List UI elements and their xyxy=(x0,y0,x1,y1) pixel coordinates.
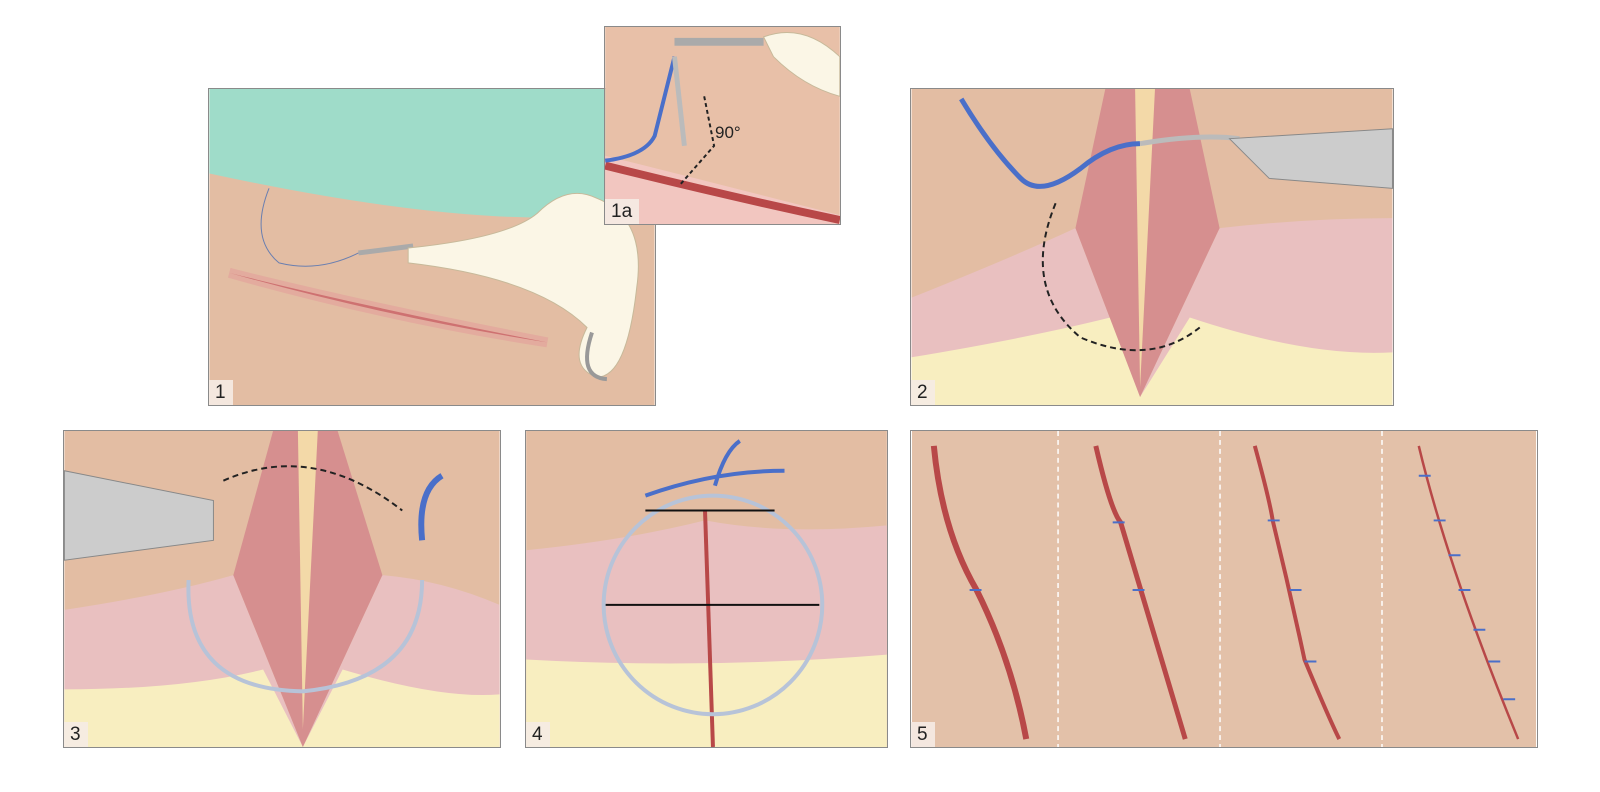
panel-label: 4 xyxy=(526,722,550,747)
cross-section-illustration xyxy=(911,89,1393,405)
angle-label: 90° xyxy=(715,123,741,142)
panel-label: 5 xyxy=(911,722,935,747)
skin-illustration xyxy=(209,89,655,405)
panel-1a-needle-angle: 90° 1a xyxy=(604,26,841,225)
cross-section-illustration xyxy=(64,431,500,747)
inset-illustration xyxy=(605,27,840,224)
cross-section-illustration xyxy=(526,431,887,747)
panel-4-knot-tied: 4 xyxy=(525,430,888,748)
panel-3-needle-exit: 3 xyxy=(63,430,501,748)
panel-1-needle-insertion: 1 xyxy=(208,88,656,406)
panel-label: 1 xyxy=(209,380,233,405)
panel-2-needle-pass: 2 xyxy=(910,88,1394,406)
closure-sequence-illustration xyxy=(911,431,1537,747)
panel-label: 2 xyxy=(911,380,935,405)
panel-label: 1a xyxy=(605,199,640,224)
panel-5-suture-sequence: 5 xyxy=(910,430,1538,748)
panel-label: 3 xyxy=(64,722,88,747)
